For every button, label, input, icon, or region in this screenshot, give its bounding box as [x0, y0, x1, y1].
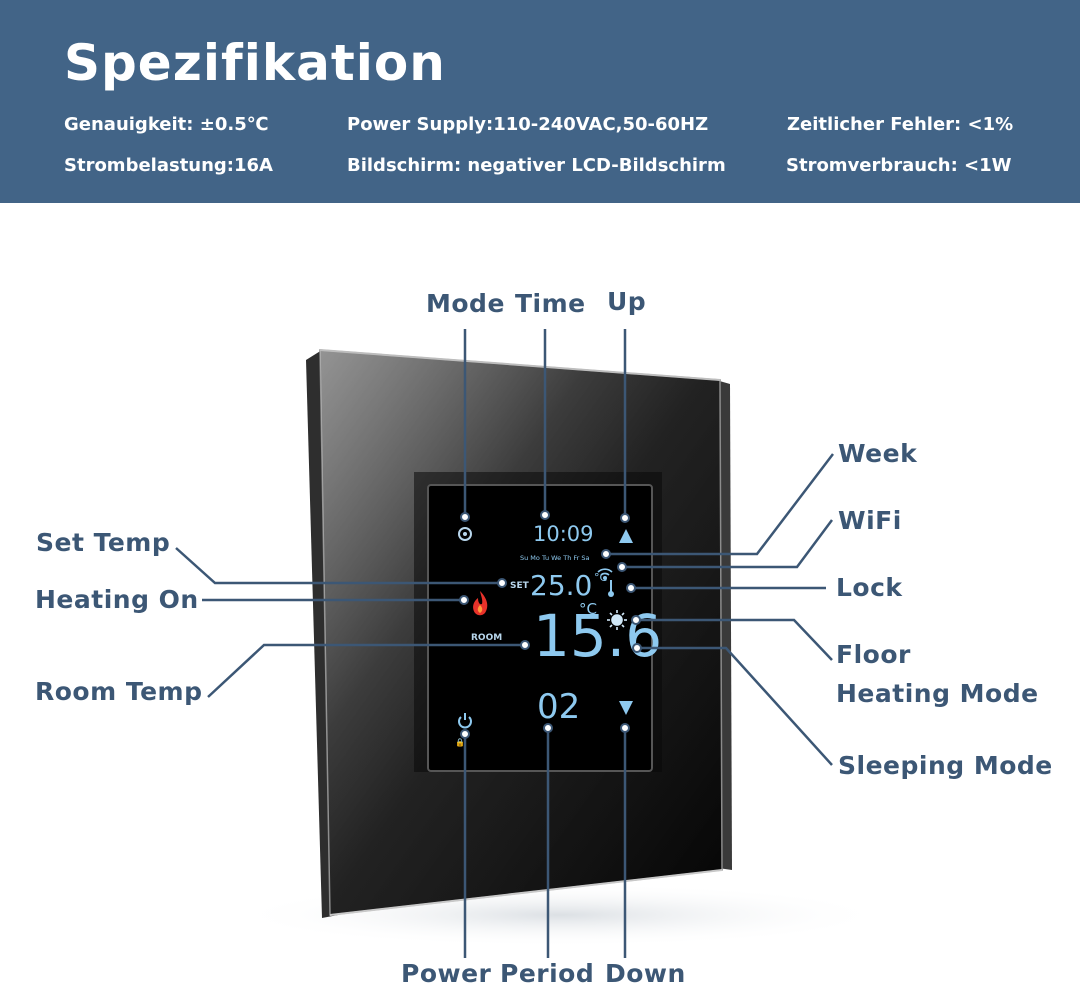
- lcd-room-label: ROOM: [471, 633, 502, 643]
- leader-dots: [459, 510, 642, 739]
- flame-icon: [473, 591, 488, 616]
- triangle-down-icon: [619, 701, 633, 715]
- callout-up: Up: [607, 287, 647, 316]
- callout-time: Time: [515, 289, 586, 318]
- callout-wifi: WiFi: [838, 506, 902, 535]
- wifi-icon: [597, 568, 613, 581]
- spec-power-consumption: Stromverbrauch: <1W: [786, 155, 1012, 176]
- lcd-set-label: SET: [510, 581, 530, 591]
- spec-accuracy: Genauigkeit: ±0.5℃: [64, 114, 269, 135]
- callout-floor: Floor: [836, 640, 911, 669]
- triangle-up-icon: [619, 529, 633, 543]
- spec-power-supply: Power Supply:110-240VAC,50-60HZ: [347, 114, 709, 135]
- lcd-set-temp: 25.0: [530, 569, 592, 602]
- power-icon: [458, 713, 472, 729]
- callout-mode: Mode: [426, 289, 505, 318]
- page-title: Spezifikation: [64, 34, 446, 92]
- lcd-room-unit: °C: [579, 600, 597, 618]
- callout-power: Power: [401, 959, 492, 988]
- callout-heating-on: Heating On: [35, 585, 199, 614]
- sun-icon: [607, 610, 627, 630]
- lcd-screen: [427, 484, 653, 772]
- spec-header: Spezifikation Genauigkeit: ±0.5℃ Power S…: [0, 0, 1080, 203]
- callout-sleeping-mode: Sleeping Mode: [838, 751, 1053, 780]
- callout-period: Period: [500, 959, 595, 988]
- spec-current-load: Strombelastung:16A: [64, 155, 273, 176]
- spec-screen: Bildschirm: negativer LCD-Bildschirm: [347, 155, 726, 176]
- callout-week: Week: [838, 439, 918, 468]
- spec-time-error: Zeitlicher Fehler: <1%: [787, 114, 1014, 135]
- lcd-set-unit: °C: [594, 571, 608, 584]
- lock-small-label: 🔒: [455, 738, 465, 747]
- thermostat-diagram: 🔒: [0, 203, 1080, 988]
- callout-room-temp: Room Temp: [35, 677, 203, 706]
- lcd-room-temp: 15.6: [533, 602, 662, 670]
- gear-icon: [458, 527, 472, 541]
- callout-heating-mode: Heating Mode: [836, 679, 1039, 708]
- callout-set-temp: Set Temp: [36, 528, 171, 557]
- lcd-days: Su Mo Tu We Th Fr Sa: [520, 554, 590, 562]
- thermometer-lock-icon: [608, 580, 614, 597]
- lcd-time: 10:09: [533, 522, 594, 546]
- callout-down: Down: [605, 959, 686, 988]
- thermostat-illustration: 🔒: [175, 329, 890, 958]
- leader-lines: [175, 329, 834, 958]
- lcd-period: 02: [537, 687, 580, 727]
- callout-lock: Lock: [836, 573, 903, 602]
